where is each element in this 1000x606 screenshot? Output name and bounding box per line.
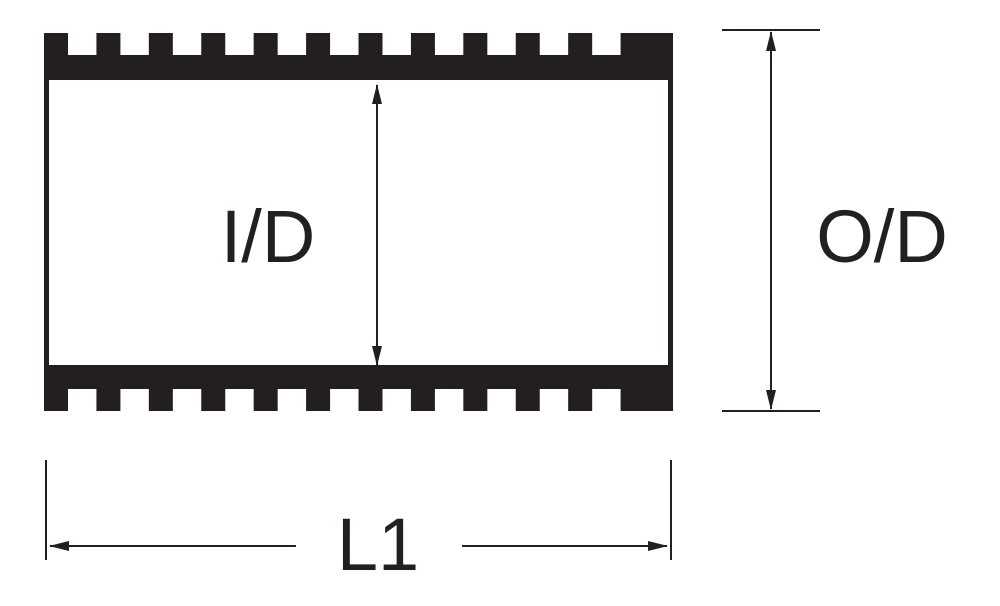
outer-diameter-label: O/D <box>816 195 948 278</box>
bottom-wall-tooth <box>358 388 383 411</box>
bottom-wall-tooth <box>410 388 435 411</box>
bottom-wall-tooth <box>201 388 226 411</box>
top-wall-band <box>44 55 673 80</box>
top-knurled-wall <box>44 33 673 80</box>
inner-diameter-dimension: I/D <box>221 84 382 366</box>
bottom-wall-tooth <box>306 388 331 411</box>
right-end-wall <box>668 33 673 411</box>
part-body <box>44 33 673 411</box>
top-wall-tooth <box>568 33 593 56</box>
bottom-wall-tooth <box>148 388 173 411</box>
bottom-wall-tooth <box>253 388 278 411</box>
top-wall-tooth <box>44 33 68 56</box>
bottom-wall-tooth <box>44 388 68 411</box>
length-dimension: L1 <box>45 460 672 586</box>
length-label: L1 <box>337 503 419 586</box>
top-wall-tooth <box>96 33 121 56</box>
top-wall-tooth <box>253 33 278 56</box>
top-wall-tooth <box>306 33 331 56</box>
top-wall-tooth <box>148 33 173 56</box>
top-wall-tooth <box>410 33 435 56</box>
outer-diameter-dimension: O/D <box>722 29 948 412</box>
inner-diameter-label: I/D <box>221 195 316 278</box>
bottom-wall-tooth <box>568 388 593 411</box>
top-wall-tooth <box>201 33 226 56</box>
bottom-wall-band <box>44 365 673 389</box>
top-wall-tooth <box>620 33 673 56</box>
bottom-knurled-wall <box>44 365 673 411</box>
bottom-wall-tooth <box>515 388 540 411</box>
bottom-wall-tooth <box>96 388 121 411</box>
bottom-wall-tooth <box>620 388 673 411</box>
left-end-wall <box>44 33 49 411</box>
bottom-wall-tooth <box>463 388 488 411</box>
top-wall-tooth <box>358 33 383 56</box>
top-wall-tooth <box>463 33 488 56</box>
top-wall-tooth <box>515 33 540 56</box>
